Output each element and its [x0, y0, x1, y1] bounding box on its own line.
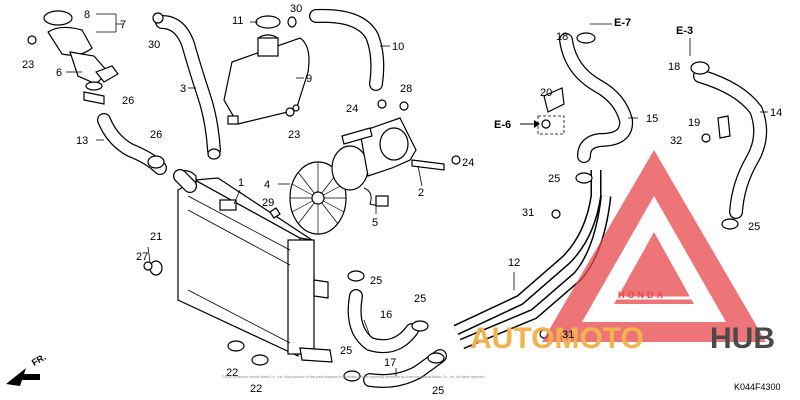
callout-3: 3	[180, 83, 186, 95]
callout-31: 31	[562, 329, 574, 341]
callout-11: 11	[232, 15, 243, 27]
callout-6: 6	[56, 67, 62, 79]
callout-8: 8	[84, 9, 90, 21]
callout-13: 13	[76, 135, 88, 147]
leader-lines	[66, 13, 768, 376]
callout-14: 14	[770, 107, 782, 119]
reserve-tank	[223, 15, 310, 125]
callout-4: 4	[264, 179, 270, 191]
copyright-notice: ©2020 American Honda Motor Co., Inc. Rep…	[222, 375, 484, 379]
callout-30: 30	[148, 39, 160, 51]
callout-31: 31	[522, 207, 534, 219]
ref-e3: E-3	[676, 25, 693, 37]
watermark-brand-part2: HUB	[710, 322, 775, 355]
watermark-logo	[542, 150, 766, 342]
callout-20: 20	[540, 87, 552, 99]
callout-22: 22	[226, 367, 238, 379]
watermark-brand-part1: AUTOMOTO	[470, 322, 644, 355]
callout-12: 12	[508, 257, 520, 269]
callout-1: 1	[238, 177, 244, 189]
e6-reference	[520, 115, 565, 135]
callout-32: 32	[670, 135, 682, 147]
callout-25: 25	[414, 293, 426, 305]
callout-25: 25	[340, 345, 352, 357]
callout-10: 10	[392, 41, 404, 53]
callout-7: 7	[120, 19, 126, 31]
callout-15: 15	[646, 113, 658, 125]
callout-29: 29	[262, 197, 274, 209]
callout-26: 26	[122, 95, 134, 107]
callout-21: 21	[150, 231, 162, 243]
callout-23: 23	[288, 129, 300, 141]
ref-e6: E-6	[494, 119, 511, 131]
callout-30: 30	[290, 3, 302, 15]
callout-2: 2	[418, 187, 424, 199]
watermark-logo-name: HONDA	[618, 290, 666, 300]
callout-27: 27	[136, 251, 148, 263]
front-direction-label: FR.	[30, 352, 48, 368]
callout-25: 25	[548, 173, 560, 185]
callout-19: 19	[688, 117, 700, 129]
callout-24: 24	[462, 157, 474, 169]
clamps-and-fasteners	[143, 12, 739, 382]
callout-9: 9	[306, 73, 312, 85]
reference-labels: E-7 E-3 E-6	[494, 17, 693, 131]
callout-16: 16	[380, 309, 392, 321]
callout-26: 26	[150, 129, 162, 141]
diagram-code: K044F4300	[734, 382, 781, 392]
callout-25: 25	[748, 221, 760, 233]
callout-24: 24	[346, 103, 358, 115]
callout-28: 28	[400, 83, 412, 95]
front-direction-arrow: FR.	[6, 352, 48, 386]
radiator	[149, 170, 333, 363]
callout-25: 25	[370, 275, 382, 287]
callout-labels: 8 7 23 6 26 30 3 11 30 10 9 13 26 23 24 …	[22, 3, 782, 397]
callout-18: 18	[668, 61, 680, 73]
radiator-cap-assembly	[27, 10, 119, 105]
callout-17: 17	[384, 357, 396, 369]
callout-18: 18	[556, 31, 568, 43]
ref-e7: E-7	[614, 17, 631, 29]
callout-25: 25	[432, 385, 444, 397]
cooling-fan-assembly	[269, 117, 445, 235]
callout-23: 23	[22, 59, 34, 71]
callout-22: 22	[250, 383, 262, 395]
callout-5: 5	[372, 217, 378, 229]
right-hoses-and-pipe	[453, 33, 768, 350]
